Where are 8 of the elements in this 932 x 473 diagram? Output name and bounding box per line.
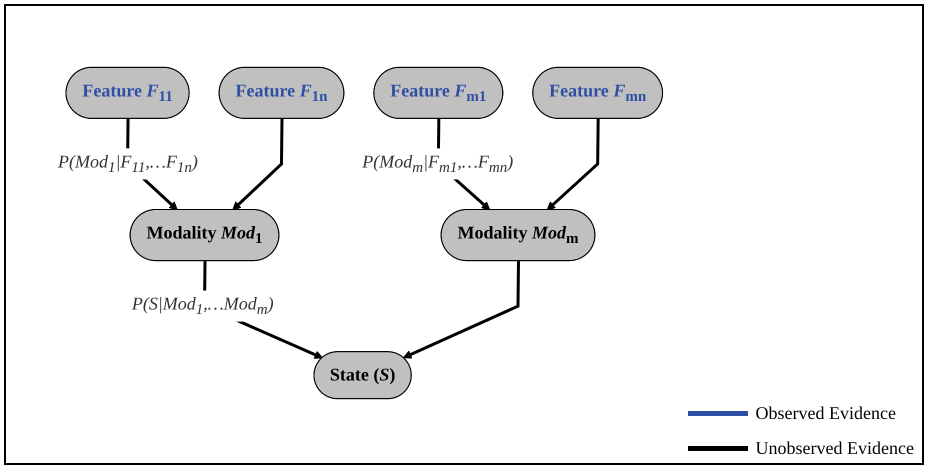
arrow — [232, 118, 284, 210]
arrow — [402, 261, 520, 359]
legend-label: Unobserved Evidence — [756, 438, 914, 459]
arrow — [546, 118, 600, 210]
legend-label: Observed Evidence — [756, 403, 896, 424]
edge-label: P(S|Mod$_{1}$,…Mod$_{m}$) — [132, 294, 274, 318]
edge-label: P(Mod$_{1}$|F$_{11}$,…F$_{1n}$) — [58, 151, 198, 176]
edge-label: P(Mod$_{m}$|F$_{m1}$,…F$_{mn}$) — [362, 151, 513, 176]
